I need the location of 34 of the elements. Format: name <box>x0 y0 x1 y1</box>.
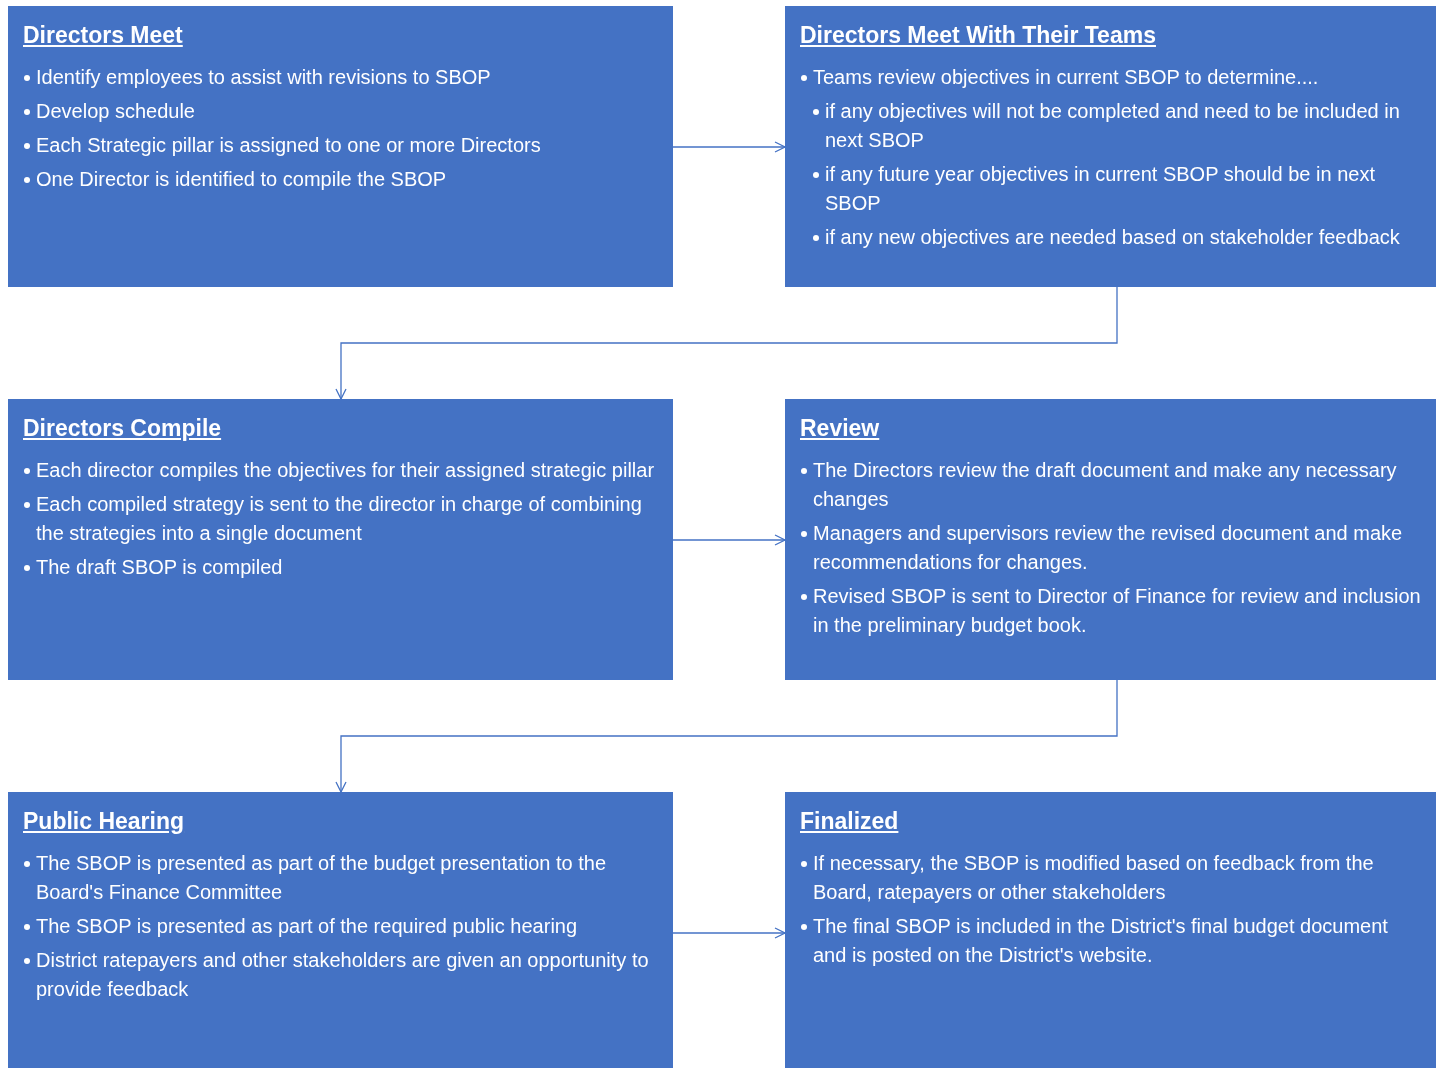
bullet-item: The Directors review the draft document and make any necessary changes <box>800 456 1426 514</box>
bullet-item: Each Strategic pillar is assigned to one or more Directors <box>23 131 663 160</box>
bullet-item: The draft SBOP is compiled <box>23 553 663 582</box>
process-box <box>785 399 1436 680</box>
arrow <box>672 534 786 546</box>
arrow <box>672 141 786 153</box>
process-box <box>785 6 1436 287</box>
process-box <box>785 792 1436 1068</box>
bullet-item: Revised SBOP is sent to Director of Finance for review and inclusion in the preliminary budget book. <box>800 582 1426 640</box>
bullet-item: if any new objectives are needed based on stakeholder feedback <box>812 223 1426 252</box>
bullet-item: The SBOP is presented as part of the required public hearing <box>23 912 663 941</box>
bullet-item: Each director compiles the objectives for their assigned strategic pillar <box>23 456 663 485</box>
arrow <box>335 679 1118 793</box>
bullet-item: Each compiled strategy is sent to the director in charge of combining the strategies into a single document <box>23 490 663 548</box>
bullet-item: If necessary, the SBOP is modified based on feedback from the Board, ratepayers or other stakeholders <box>800 849 1426 907</box>
bullet-item: District ratepayers and other stakeholders are given an opportunity to provide feedback <box>23 946 663 1004</box>
box-heading: Directors Compile <box>23 414 222 443</box>
bullet-item: Develop schedule <box>23 97 663 126</box>
bullet-item: Teams review objectives in current SBOP to determine.... <box>800 63 1426 92</box>
bullet-item: Managers and supervisors review the revised document and make recommendations for changes. <box>800 519 1426 577</box>
process-box <box>8 792 673 1068</box>
box-heading: Directors Meet <box>23 21 183 50</box>
arrow <box>672 927 786 939</box>
bullet-item: The final SBOP is included in the District's final budget document and is posted on the District's website. <box>800 912 1426 970</box>
bullet-item: One Director is identified to compile the SBOP <box>23 165 663 194</box>
box-heading: Directors Meet With Their Teams <box>800 21 1156 50</box>
bullet-item: The SBOP is presented as part of the budget presentation to the Board's Finance Committee <box>23 849 663 907</box>
bullet-item: Identify employees to assist with revisions to SBOP <box>23 63 663 92</box>
box-heading: Finalized <box>800 807 899 836</box>
arrow <box>335 286 1118 400</box>
box-heading: Public Hearing <box>23 807 185 836</box>
process-box <box>8 6 673 287</box>
box-heading: Review <box>800 414 880 443</box>
process-box <box>8 399 673 680</box>
